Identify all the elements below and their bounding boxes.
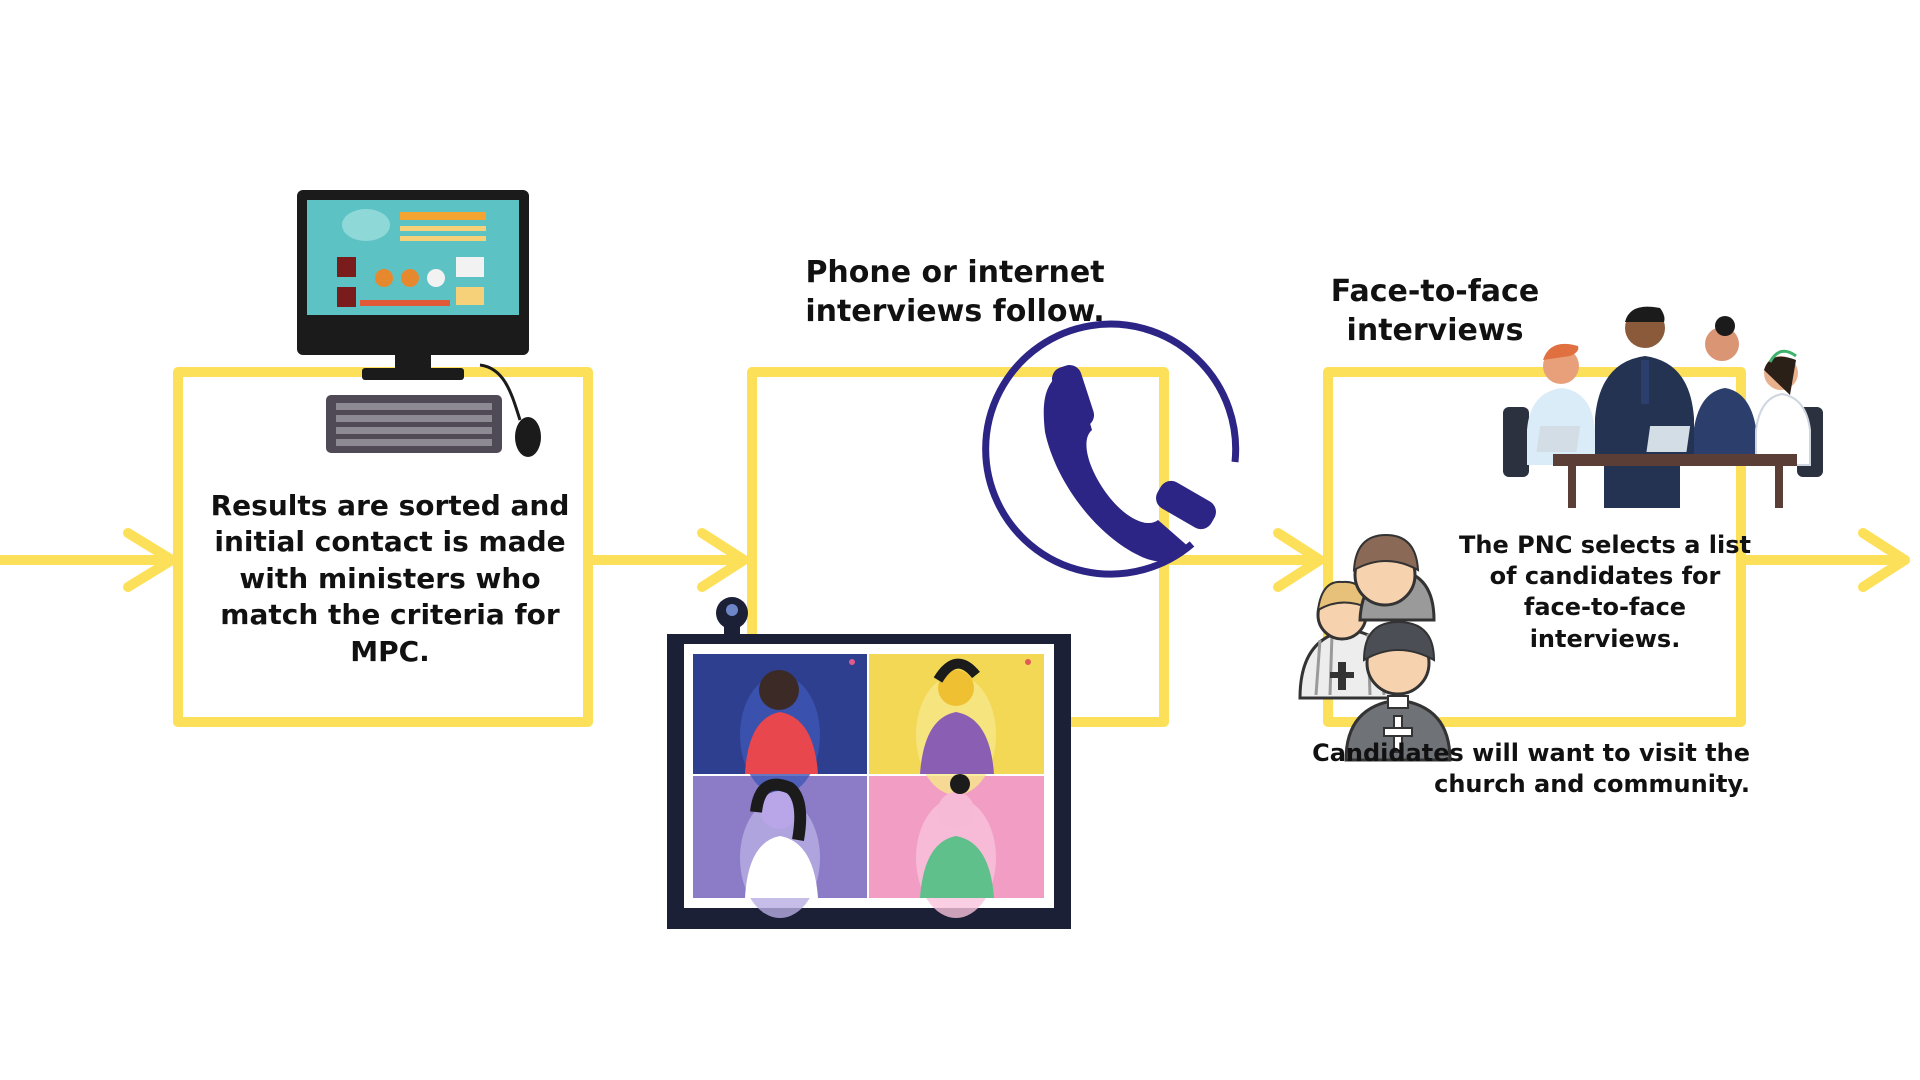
entry-arrow: [0, 528, 177, 592]
step3-description: The PNC selects a list of candidates for…: [1459, 531, 1751, 653]
step3-note: Candidates will want to visit the church…: [1312, 739, 1750, 799]
step1-description: Results are sorted and initial contact i…: [210, 489, 570, 668]
clergy-group-icon: [1298, 533, 1452, 762]
step2-heading: Phone or internet interviews follow.: [805, 255, 1105, 329]
arrow-1-to-2: [583, 528, 749, 592]
desktop-computer-icon: [297, 190, 541, 457]
arrow-2-to-3: [1159, 528, 1325, 592]
meeting-team-icon: [1503, 306, 1823, 508]
video-call-icon: [667, 597, 1071, 929]
step3-box: [1323, 367, 1746, 727]
step3-heading: Face-to-face interviews: [1330, 274, 1540, 348]
telephone-icon: [982, 320, 1240, 578]
exit-arrow: [1736, 528, 1910, 592]
